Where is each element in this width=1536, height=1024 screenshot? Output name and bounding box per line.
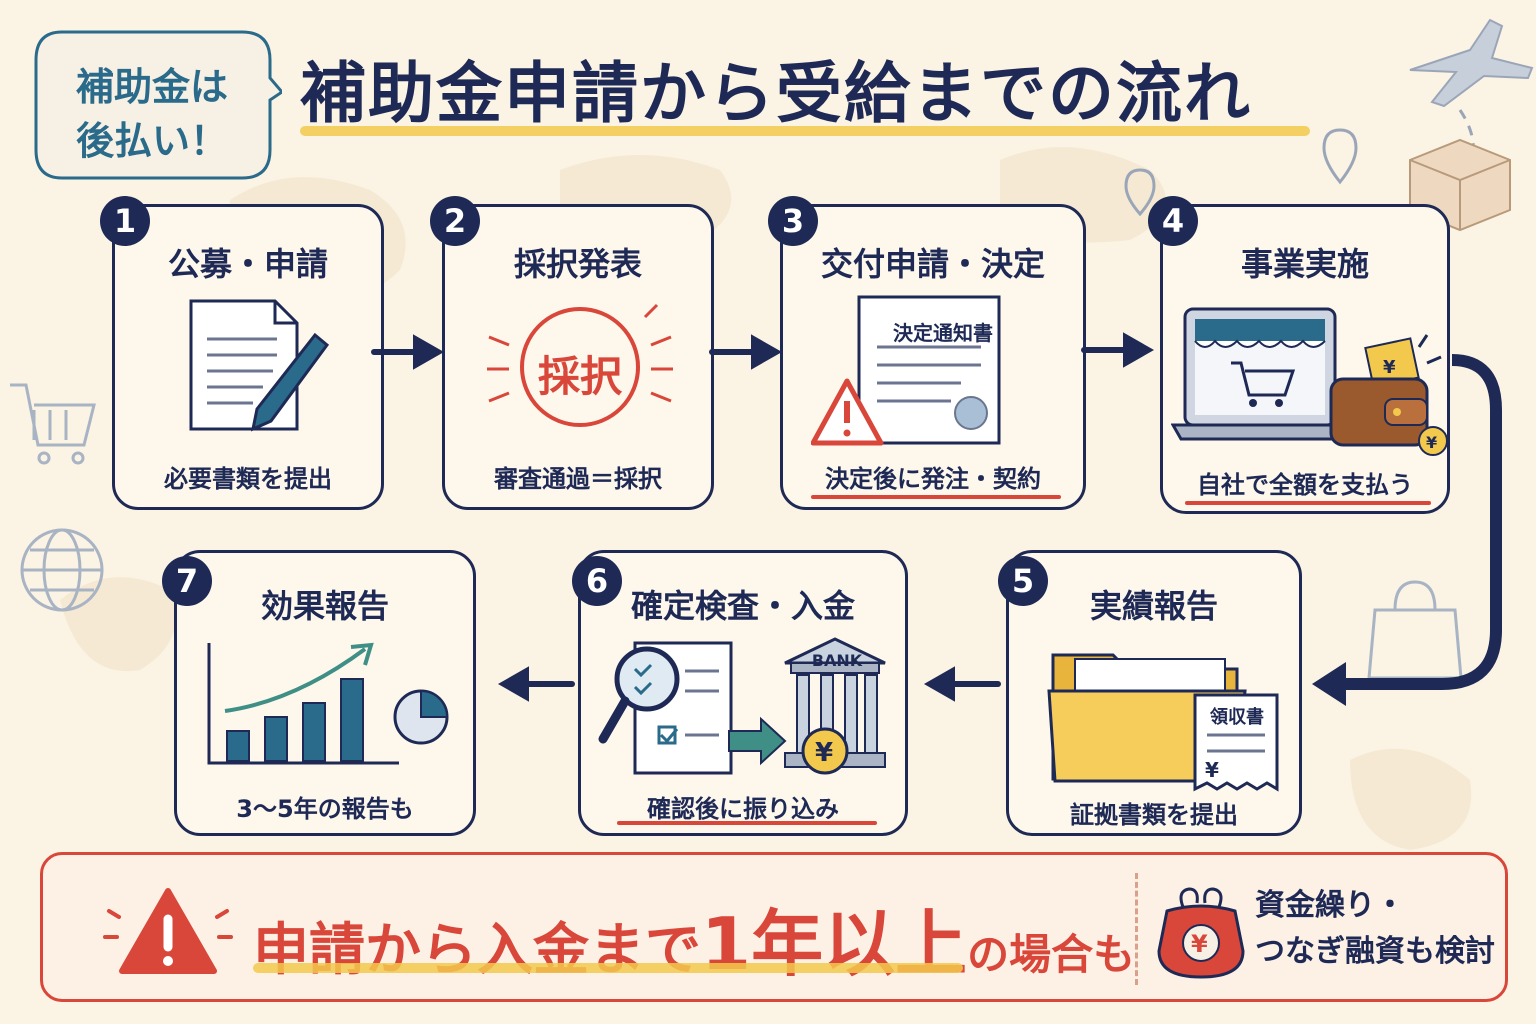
bank-label: BANK	[811, 651, 863, 670]
step-card-7: 効果報告 3～5年の報告も	[174, 550, 476, 836]
bottom-side-note: 資金繰り・ つなぎ融資も検討	[1255, 883, 1495, 975]
step-card-5: 実績報告 ¥ 領収書 証拠書類を提出	[1006, 550, 1302, 836]
side-line2: つなぎ融資も検討	[1255, 934, 1495, 969]
step-caption: 3～5年の報告も	[236, 795, 414, 823]
step-title: 効果報告	[260, 587, 389, 625]
inspection-bank-icon: ¥	[598, 637, 886, 775]
page-title: 補助金申請から受給までの流れ	[300, 55, 1252, 132]
caption-underline	[811, 495, 1061, 499]
step-caption: 確認後に振り込み	[647, 795, 839, 823]
step-title: 公募・申請	[167, 245, 328, 283]
side-line1: 資金繰り・	[1255, 888, 1405, 923]
svg-text:¥: ¥	[1383, 357, 1396, 378]
stamp-text: 採択	[537, 352, 622, 401]
pin-icon	[1124, 128, 1358, 217]
stamp-icon	[487, 303, 673, 427]
step-card-2: 採択発表 採択 審査通過＝採択	[442, 204, 714, 510]
shopping-bag-icon	[1367, 580, 1463, 680]
bubble-text: 補助金は 後払い！	[62, 60, 242, 168]
coin-purse-icon: ¥	[1157, 887, 1245, 979]
step-caption: 審査通過＝採択	[494, 465, 662, 493]
step-caption: 証拠書類を提出	[1070, 801, 1238, 829]
caption-underline	[617, 821, 877, 825]
notice-label: 決定通知書	[893, 321, 993, 345]
title-underline	[300, 126, 1310, 136]
step-caption: 決定後に発注・契約	[825, 465, 1041, 493]
step-caption: 自社で全額を支払う	[1197, 471, 1413, 499]
svg-text:¥: ¥	[1191, 930, 1208, 958]
step-number-5: 5	[998, 556, 1048, 606]
bottom-underline	[253, 963, 963, 973]
bottom-part2: 1年以上	[701, 902, 968, 986]
step-title: 採択発表	[513, 245, 642, 283]
plane-icon	[1409, 18, 1534, 108]
bottom-warning-panel: 申請から入金まで1年以上の場合も ¥ 資金繰り・ つなぎ融資も検討	[40, 852, 1508, 1002]
laptop-wallet-icon: ¥ ¥	[1171, 307, 1447, 456]
growth-chart-icon	[207, 642, 449, 765]
step-number-7: 7	[162, 556, 212, 606]
cart-decoration-icon	[10, 383, 96, 465]
divider	[1135, 873, 1138, 985]
svg-text:¥: ¥	[815, 738, 833, 768]
step-caption: 必要書類を提出	[164, 465, 332, 493]
svg-text:¥: ¥	[1426, 433, 1437, 452]
bottom-part1: 申請から入金まで	[253, 918, 701, 983]
step-number-4: 4	[1148, 196, 1198, 246]
step-title: 事業実施	[1240, 245, 1369, 283]
step-title: 実績報告	[1089, 587, 1218, 625]
speech-bubble	[34, 30, 282, 180]
step-title: 交付申請・決定	[820, 245, 1045, 283]
step-number-3: 3	[768, 196, 818, 246]
step-card-1: 公募・申請 必要書類を提出	[112, 204, 384, 510]
bottom-part3: の場合も	[967, 930, 1136, 979]
step-card-4: 事業実施 ¥ ¥ 自社で全額を支払う	[1160, 204, 1450, 514]
bubble-line1: 補助金は	[75, 65, 228, 109]
globe-icon	[20, 528, 104, 612]
step-card-6: 確定検査・入金 ¥ BANK 確認後に振り込み	[578, 550, 908, 836]
step-card-3: 交付申請・決定 決定通知書 決定後に発注・契約	[780, 204, 1086, 510]
svg-text:¥: ¥	[1205, 758, 1219, 782]
notice-document-icon	[811, 295, 1001, 446]
warning-icon	[103, 888, 233, 974]
bubble-line2: 後払い！	[75, 119, 228, 163]
step-number-6: 6	[572, 556, 622, 606]
receipt-label: 領収書	[1210, 707, 1264, 728]
step-number-1: 1	[100, 196, 150, 246]
document-pen-icon	[189, 299, 330, 432]
caption-underline	[1185, 501, 1431, 505]
step-title: 確定検査・入金	[630, 587, 855, 625]
step-number-2: 2	[430, 196, 480, 246]
folder-receipt-icon: ¥	[1047, 653, 1279, 792]
bottom-message: 申請から入金まで1年以上の場合も	[253, 885, 1135, 990]
